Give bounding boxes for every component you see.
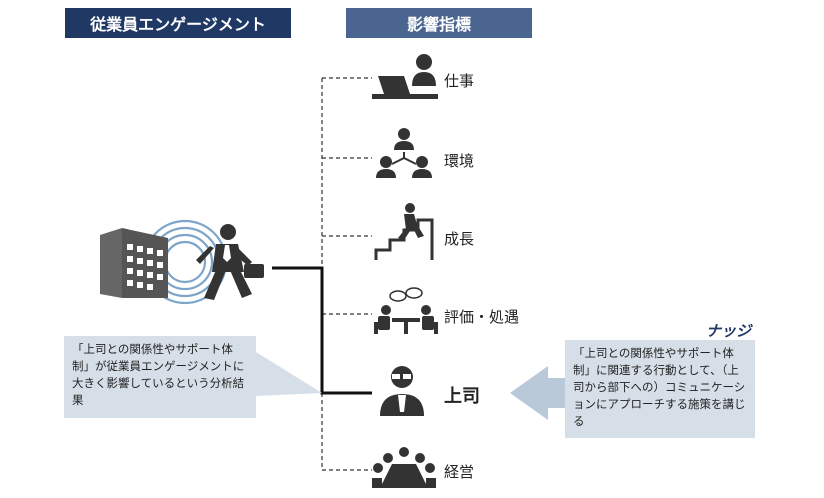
- stairs-climber-icon: [374, 203, 434, 260]
- desk-worker-icon: [372, 54, 438, 99]
- indicator-label-environment: 環境: [444, 152, 475, 170]
- header-influence-indicators: 影響指標: [346, 8, 532, 38]
- indicator-label-evaluation: 評価・処遇: [444, 308, 520, 326]
- walking-businessman-icon: [196, 224, 264, 300]
- nudge-title: ナッジ: [706, 322, 752, 340]
- analysis-result-box: 「上司との関係性やサポート体制」が従業員エンゲージメントに大きく影響しているとい…: [64, 336, 256, 418]
- indicator-label-boss: 上司: [444, 386, 480, 407]
- office-building-icon: [100, 228, 168, 298]
- indicator-label-growth: 成長: [444, 230, 475, 248]
- people-network-icon: [376, 128, 432, 178]
- boardroom-icon: [372, 447, 436, 488]
- analysis-callout-pointer: [256, 352, 322, 396]
- indicator-label-work: 仕事: [444, 72, 475, 90]
- indicator-label-management: 経営: [444, 463, 475, 481]
- header-employee-engagement: 従業員エンゲージメント: [65, 8, 291, 38]
- manager-icon: [380, 366, 424, 416]
- meeting-chat-icon: [374, 287, 438, 334]
- nudge-arrow: [510, 366, 566, 420]
- nudge-description-box: 「上司との関係性やサポート体制」に関連する行動として、（上司から部下への）コミュ…: [565, 340, 755, 438]
